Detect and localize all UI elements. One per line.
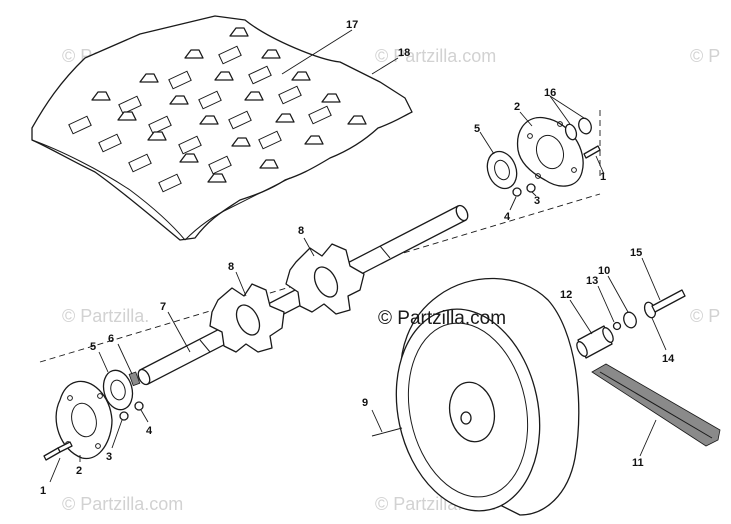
callout-4-right: 4 — [504, 211, 511, 223]
leader-6 — [117, 343, 133, 375]
callout-15: 15 — [630, 247, 642, 259]
callout-6: 6 — [108, 333, 114, 345]
leader-11 — [639, 419, 657, 457]
leader-2a — [519, 111, 533, 127]
leader-16-b — [549, 95, 585, 119]
leader-13 — [597, 285, 615, 323]
wheel-hub-bore — [460, 411, 472, 425]
left-nut — [134, 401, 144, 411]
callout-9: 9 — [362, 397, 368, 409]
callout-17: 17 — [346, 19, 358, 31]
callout-10: 10 — [598, 265, 610, 277]
watermark-top-center: © Partzilla.com — [375, 46, 496, 66]
leader-5a — [479, 131, 495, 155]
idler-wheel — [371, 277, 580, 516]
leader-1b — [49, 457, 61, 483]
callout-labels: 17 18 2 16 5 1 3 4 8 8 7 6 5 4 3 2 1 9 1… — [40, 19, 675, 497]
drive-sprocket-right — [285, 237, 365, 315]
right-bearing-assembly — [479, 95, 605, 211]
leader-10 — [607, 275, 629, 313]
right-bolt — [583, 145, 601, 159]
track-front-edge — [31, 139, 186, 241]
sprocket-left-hub — [235, 304, 261, 336]
watermark-top-right: © P — [690, 46, 720, 66]
right-spacer-b — [578, 117, 592, 135]
callout-11: 11 — [632, 457, 644, 469]
track-outline — [31, 15, 413, 241]
leader-4a — [509, 196, 517, 211]
callout-8-right: 8 — [298, 225, 304, 237]
leader-7 — [167, 311, 191, 353]
right-bearing — [486, 150, 518, 190]
axle-bolt — [651, 289, 686, 313]
left-washer — [119, 411, 129, 421]
callout-5-left: 5 — [90, 341, 96, 353]
leader-17 — [281, 29, 353, 75]
left-bearing-assembly — [43, 343, 149, 483]
callout-2-right: 2 — [514, 101, 520, 113]
leader-9 — [371, 409, 383, 433]
watermark-mid-left: © Partzilla. — [62, 306, 149, 326]
leader-12 — [569, 299, 593, 335]
callout-3-right: 3 — [534, 195, 540, 207]
leader-5b — [98, 351, 109, 373]
wheel-hub — [448, 381, 496, 443]
left-bearing — [102, 369, 134, 411]
leader-3a — [531, 191, 537, 197]
track-windows — [68, 45, 332, 193]
callout-13: 13 — [586, 275, 598, 287]
hi-fax-wear-strip — [591, 363, 721, 457]
sprocket-right-hub — [313, 266, 339, 298]
track-belt — [31, 15, 413, 241]
callout-3-left: 3 — [106, 451, 112, 463]
leader-14 — [651, 317, 667, 351]
callout-2-left: 2 — [76, 465, 82, 477]
axle-end-right — [455, 204, 469, 222]
left-collar — [128, 371, 141, 387]
callout-14: 14 — [662, 353, 675, 365]
right-washer — [526, 183, 536, 193]
leader-15 — [641, 257, 661, 301]
large-washer — [623, 311, 637, 329]
right-spacer-a — [564, 123, 578, 141]
watermark-bottom-left: © Partzilla.com — [62, 494, 183, 514]
callout-5-right: 5 — [474, 123, 480, 135]
watermark-mid-right: © P — [690, 306, 720, 326]
track-bottom-edge — [184, 177, 291, 241]
callout-1-right: 1 — [600, 171, 606, 183]
track-lugs — [91, 27, 367, 183]
axle-end-left — [137, 368, 151, 386]
leader-16-a — [549, 95, 571, 125]
callout-1-left: 1 — [40, 485, 46, 497]
callout-7: 7 — [160, 301, 166, 313]
callout-4-left: 4 — [146, 425, 153, 437]
leader-18 — [371, 57, 399, 75]
wheel-axle-stack — [569, 257, 686, 359]
leader-4b — [140, 409, 149, 423]
leader-8b — [303, 237, 315, 257]
leader-3b — [111, 419, 123, 449]
leader-8a — [235, 271, 247, 297]
watermark-main: © Partzilla.com — [378, 308, 506, 329]
callout-8-left: 8 — [228, 261, 234, 273]
callout-12: 12 — [560, 289, 572, 301]
right-nut — [512, 187, 522, 197]
callout-16: 16 — [544, 87, 556, 99]
drive-sprocket-left — [209, 271, 285, 353]
callout-18: 18 — [398, 47, 410, 59]
leader-1a — [595, 155, 605, 175]
small-washer — [612, 321, 622, 331]
